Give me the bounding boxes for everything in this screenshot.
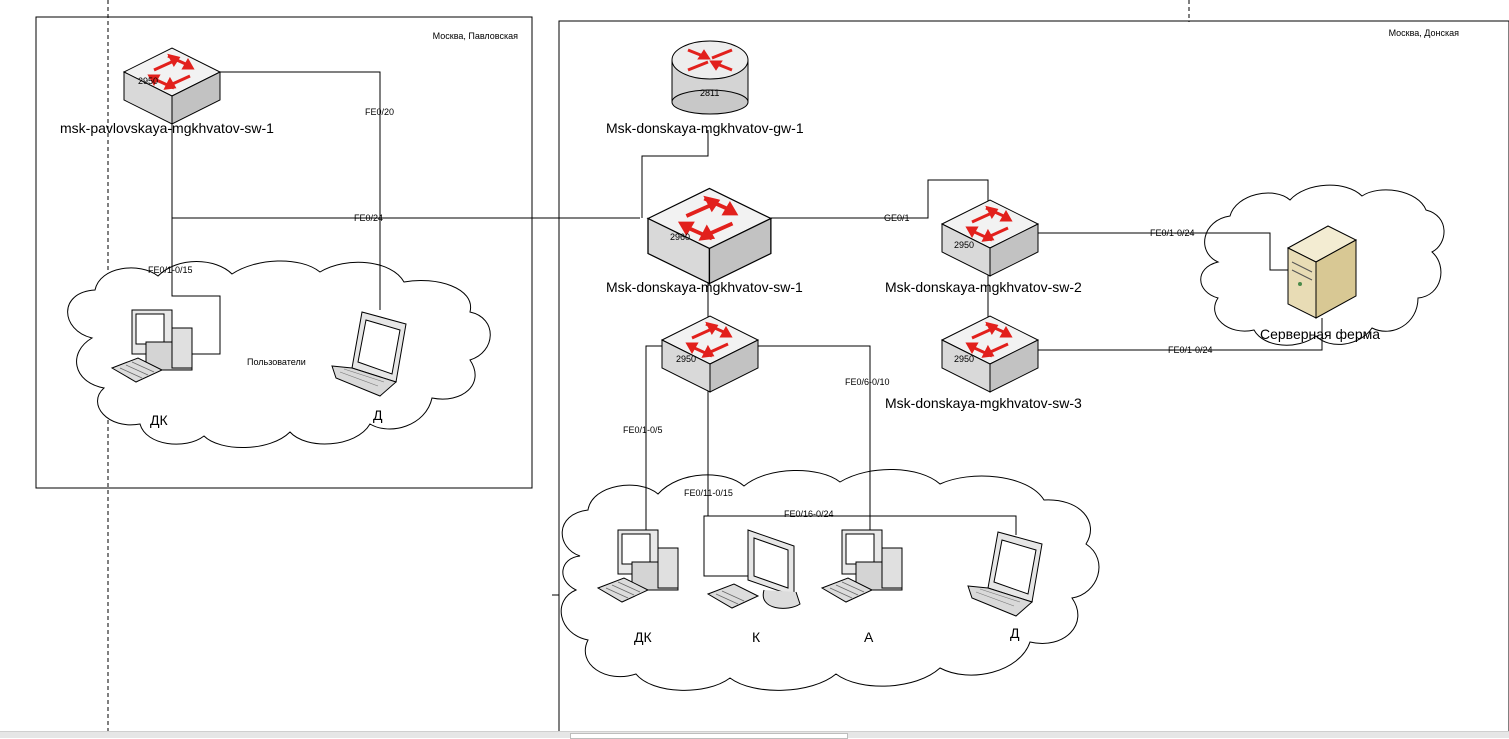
switch-pav-sw1[interactable]: 2950: [122, 46, 222, 126]
port-label: FE0/1-0/24: [1150, 228, 1195, 238]
device-name: Msk-donskaya-mgkhvatov-gw-1: [606, 120, 804, 136]
port-label: FE0/16-0/24: [784, 509, 834, 519]
port-label: FE0/6-0/10: [845, 377, 890, 387]
device-name: Msk-donskaya-mgkhvatov-sw-1: [606, 279, 803, 295]
client-label: Д: [1010, 625, 1020, 641]
device-model: 2950: [138, 76, 158, 86]
client-label: ДК: [150, 412, 168, 428]
client-label: А: [864, 629, 874, 645]
site-label-donskaya: Москва, Донская: [1389, 28, 1460, 38]
client-label: Д: [373, 407, 383, 423]
server-farm-label: Серверная ферма: [1260, 326, 1380, 342]
device-name: Msk-donskaya-mgkhvatov-sw-3: [885, 395, 1082, 411]
client-label: К: [752, 629, 761, 645]
device-model: 2950: [676, 354, 696, 364]
port-label: FE0/11-0/15: [684, 488, 733, 498]
port-label: GE0/1: [884, 213, 910, 223]
cloud-donskaya-users[interactable]: [560, 468, 1100, 691]
router-gw1[interactable]: 2811: [671, 40, 749, 115]
device-model: 2950: [954, 240, 974, 250]
switch-don-sw3[interactable]: 2950: [940, 314, 1040, 394]
switch-don-access[interactable]: 2950: [660, 314, 760, 394]
port-label: FE0/1-0/24: [1168, 345, 1213, 355]
cloud-pavlovskaya-users[interactable]: [67, 260, 491, 449]
device-name: Msk-donskaya-mgkhvatov-sw-2: [885, 279, 1082, 295]
server-farm[interactable]: [1286, 225, 1358, 319]
device-name: msk-pavlovskaya-mgkhvatov-sw-1: [60, 120, 274, 136]
client-label: ДК: [634, 629, 652, 645]
status-field[interactable]: [570, 733, 848, 739]
switch-don-sw1[interactable]: [646, 186, 773, 286]
site-donskaya[interactable]: Москва, Донская: [558, 20, 1509, 737]
device-model: 2950: [954, 354, 974, 364]
port-label: FE0/20: [365, 107, 394, 117]
port-labels: FE0/20 FE0/24 FE0/1-0/15 GE0/1 FE0/1-0/2…: [148, 107, 1213, 519]
port-label: FE0/1-0/5: [623, 425, 663, 435]
monitor-don-k[interactable]: [706, 529, 801, 609]
device-model: 2811: [700, 88, 719, 98]
port-label: FE0/1-0/15: [148, 265, 193, 275]
site-pavlovskaya[interactable]: Москва, Павловская: [35, 16, 533, 489]
switch-don-sw2[interactable]: 2950: [940, 198, 1040, 278]
site-label-pavlovskaya: Москва, Павловская: [433, 31, 518, 41]
cloud-label: Пользователи: [247, 357, 306, 367]
device-model: 2960: [670, 232, 690, 242]
links: [171, 71, 1323, 596]
port-label: FE0/24: [354, 213, 383, 223]
